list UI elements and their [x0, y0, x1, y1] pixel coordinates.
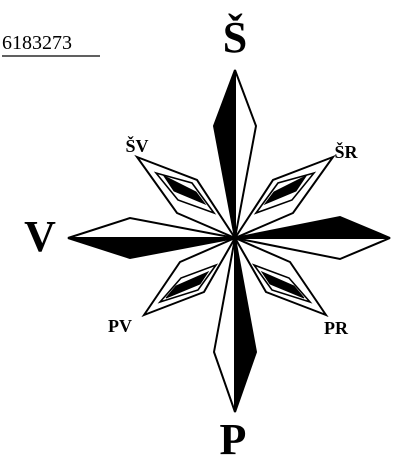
- label-southwest: PV: [108, 316, 132, 336]
- label-west: V: [24, 212, 56, 261]
- ray-north: [214, 70, 256, 238]
- reference-number: 6183273: [2, 32, 72, 54]
- label-northwest: ŠV: [125, 135, 148, 156]
- label-north: Š: [223, 12, 247, 62]
- label-northeast: ŠR: [334, 141, 358, 162]
- label-south: P: [220, 415, 247, 459]
- label-southeast: PR: [324, 318, 349, 338]
